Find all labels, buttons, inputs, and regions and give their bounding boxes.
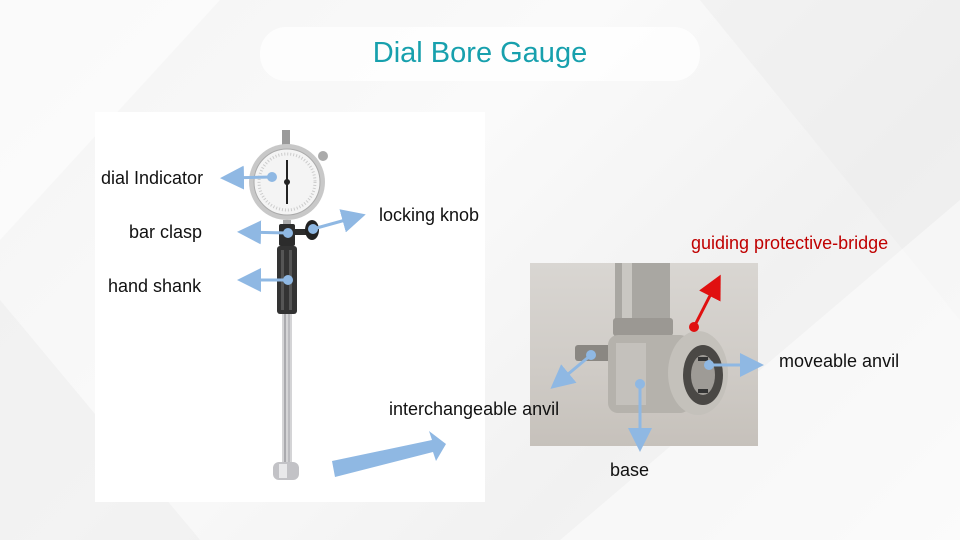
label-bar-clasp: bar clasp xyxy=(129,222,203,242)
label-interchangeable-anvil: interchangeable anvil xyxy=(389,399,560,419)
gauge-photo xyxy=(95,112,485,502)
interchangeable-anvil-arrow xyxy=(550,350,596,389)
locking-knob-arrow xyxy=(308,209,366,234)
measuring-head-image xyxy=(575,263,728,415)
bar-clasp-arrow xyxy=(237,220,293,245)
label-base: base xyxy=(610,460,650,480)
label-dial-indicator: dial Indicator xyxy=(101,168,204,188)
measuring-head-photo xyxy=(530,263,758,446)
label-moveable-anvil: moveable anvil xyxy=(779,351,900,371)
transition-block-arrow xyxy=(332,431,446,477)
label-hand-shank: hand shank xyxy=(108,276,202,296)
label-locking-knob: locking knob xyxy=(379,205,480,225)
guiding-bridge-arrow xyxy=(689,274,721,332)
label-guiding-protective-bridge: guiding protective-bridge xyxy=(691,233,889,253)
dial-indicator-arrow xyxy=(220,165,277,190)
title-banner xyxy=(260,27,700,81)
base-arrow xyxy=(628,379,652,452)
moveable-anvil-arrow xyxy=(704,353,764,377)
slide-title: Dial Bore Gauge xyxy=(372,37,588,69)
hand-shank-arrow xyxy=(237,268,293,292)
